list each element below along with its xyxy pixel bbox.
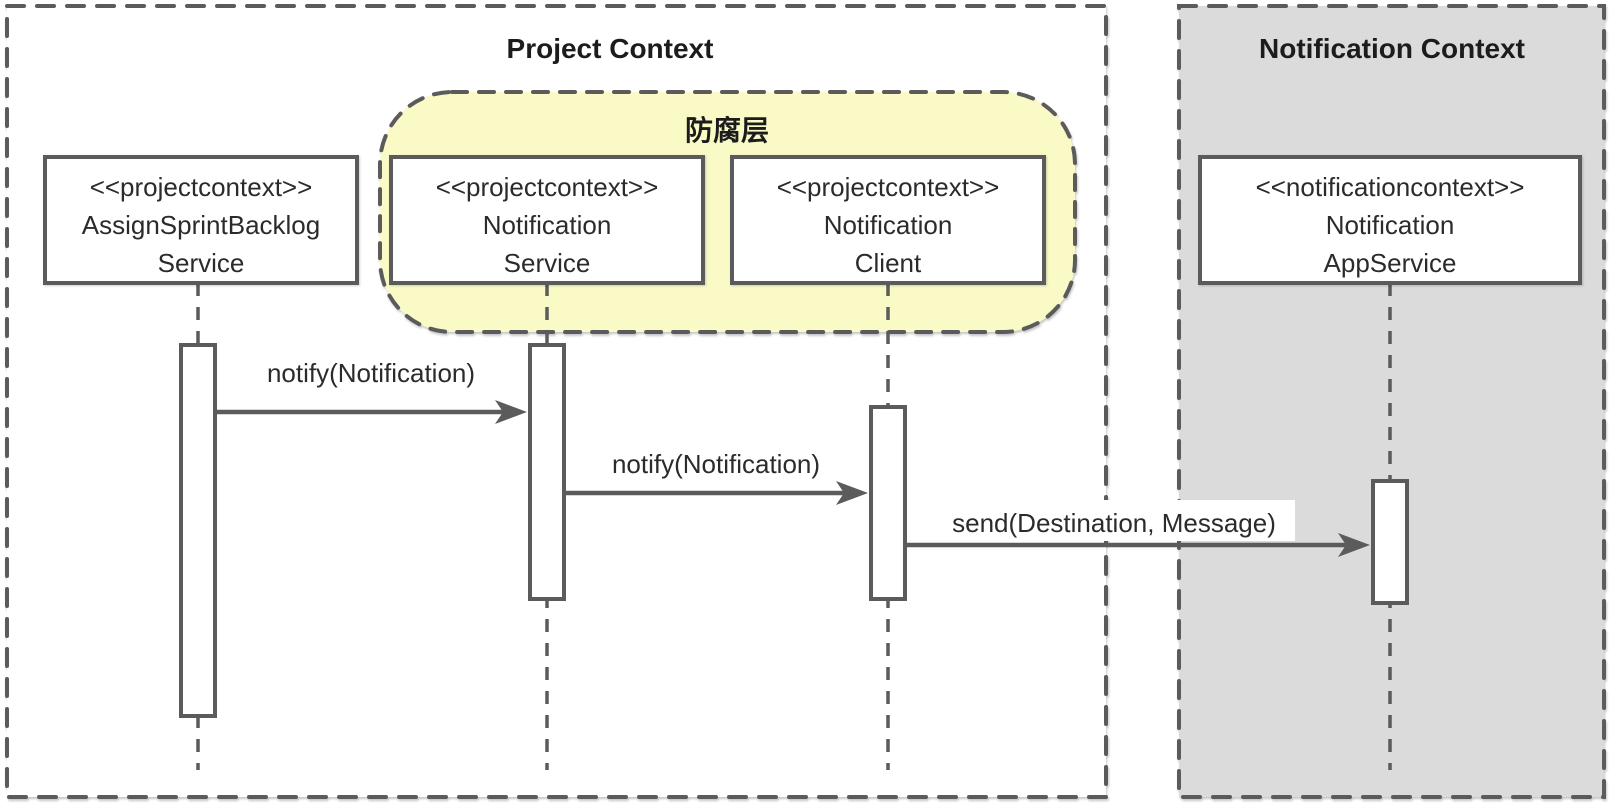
message-send: send(Destination, Message) xyxy=(907,500,1370,557)
participant-name-line1: Notification xyxy=(824,210,953,240)
message-notify-1: notify(Notification) xyxy=(217,358,527,424)
participant-name-line2: Service xyxy=(504,248,591,278)
notification-context-title: Notification Context xyxy=(1259,33,1525,64)
participant-stereotype: <<projectcontext>> xyxy=(777,172,1000,202)
participant-notificationclient: <<projectcontext>> Notification Client xyxy=(730,155,1046,285)
project-context-title: Project Context xyxy=(507,33,714,64)
activation-assignsprintbacklogservice xyxy=(179,343,217,718)
participant-notificationservice-box xyxy=(389,155,705,285)
message-label: send(Destination, Message) xyxy=(952,508,1276,538)
activation-notificationclient xyxy=(869,405,907,601)
participant-name-line2: Service xyxy=(158,248,245,278)
message-arrowhead-icon xyxy=(495,400,527,424)
participant-stereotype: <<projectcontext>> xyxy=(436,172,659,202)
participant-notificationappservice: <<notificationcontext>> Notification App… xyxy=(1198,155,1582,285)
participant-name-line1: AssignSprintBacklog xyxy=(82,210,320,240)
notification-context-boundary xyxy=(1177,4,1606,799)
activation-notificationservice xyxy=(528,343,566,601)
message-arrowhead-icon xyxy=(1338,533,1370,557)
participant-notificationappservice-box xyxy=(1198,155,1582,285)
participant-name-line2: AppService xyxy=(1324,248,1457,278)
participant-stereotype: <<projectcontext>> xyxy=(90,172,313,202)
anti-corruption-layer-label: 防腐层 xyxy=(685,115,769,146)
participant-stereotype: <<notificationcontext>> xyxy=(1256,172,1525,202)
participant-assignsprintbacklogservice: <<projectcontext>> AssignSprintBacklog S… xyxy=(43,155,359,285)
participant-assignsprintbacklogservice-box xyxy=(43,155,359,285)
participant-notificationservice: <<projectcontext>> Notification Service xyxy=(389,155,705,285)
activation-notificationappservice xyxy=(1371,479,1409,605)
participant-notificationclient-box xyxy=(730,155,1046,285)
message-label-background xyxy=(933,500,1295,541)
participant-name-line1: Notification xyxy=(483,210,612,240)
participant-name-line1: Notification xyxy=(1326,210,1455,240)
message-label: notify(Notification) xyxy=(612,449,820,479)
message-arrowhead-icon xyxy=(836,481,868,505)
message-notify-2: notify(Notification) xyxy=(566,449,868,505)
participant-name-line2: Client xyxy=(855,248,922,278)
message-label: notify(Notification) xyxy=(267,358,475,388)
